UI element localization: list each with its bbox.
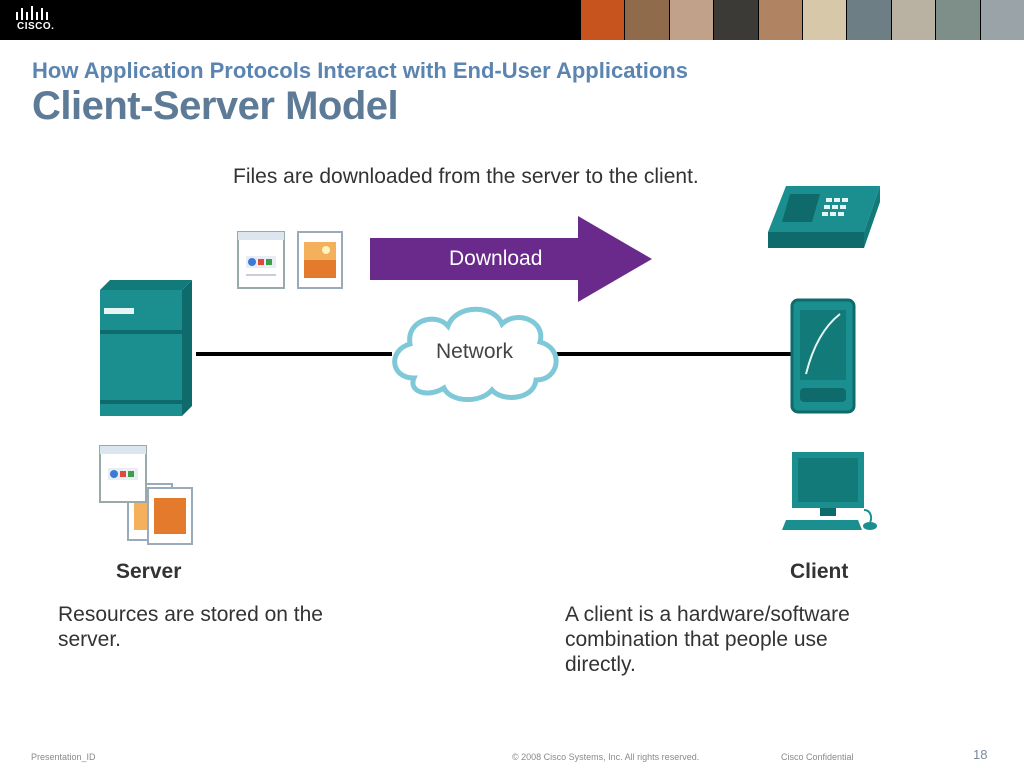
header-photo	[979, 0, 1024, 40]
server-description-line: server.	[58, 628, 122, 651]
page-number: 18	[973, 747, 988, 762]
confidential-notice: Cisco Confidential	[781, 752, 854, 762]
header-photo	[935, 0, 980, 40]
server-label: Server	[116, 560, 182, 583]
slide-subtitle: How Application Protocols Interact with …	[32, 58, 688, 83]
photo-strip	[580, 0, 1024, 40]
copyright-notice: © 2008 Cisco Systems, Inc. All rights re…	[512, 752, 700, 762]
cloud-icon	[392, 306, 559, 402]
header-photo	[890, 0, 936, 40]
header-photo	[802, 0, 847, 40]
desktop-computer-icon	[782, 452, 877, 530]
client-label: Client	[790, 560, 849, 583]
client-description-line: directly.	[565, 653, 636, 676]
client-description-line: A client is a hardware/software	[565, 603, 850, 626]
download-arrow	[370, 216, 652, 302]
header-photo	[624, 0, 669, 40]
cisco-wordmark: CISCO.	[17, 21, 55, 32]
header-photo	[580, 0, 625, 40]
server-description-line: Resources are stored on the	[58, 603, 323, 626]
client-description-line: combination that people use	[565, 628, 828, 651]
cisco-bars-icon	[16, 6, 48, 20]
diagram-caption: Files are downloaded from the server to …	[233, 165, 699, 188]
header-banner: CISCO.	[0, 0, 1024, 40]
network-client-link	[556, 352, 792, 356]
image-document-icon	[297, 231, 343, 289]
header-photo	[713, 0, 758, 40]
header-photo	[668, 0, 714, 40]
pda-icon	[790, 298, 856, 414]
phone-icon	[768, 186, 880, 248]
server-documents-icon	[99, 445, 193, 545]
server-icon	[100, 280, 192, 416]
header-photo	[757, 0, 803, 40]
slide-title: Client-Server Model	[32, 84, 399, 128]
download-label: Download	[449, 247, 543, 270]
document-icon	[237, 231, 285, 289]
header-photo	[846, 0, 891, 40]
cisco-logo: CISCO.	[14, 6, 60, 34]
presentation-id: Presentation_ID	[31, 752, 96, 762]
network-label: Network	[436, 340, 514, 363]
server-network-link	[196, 352, 392, 356]
